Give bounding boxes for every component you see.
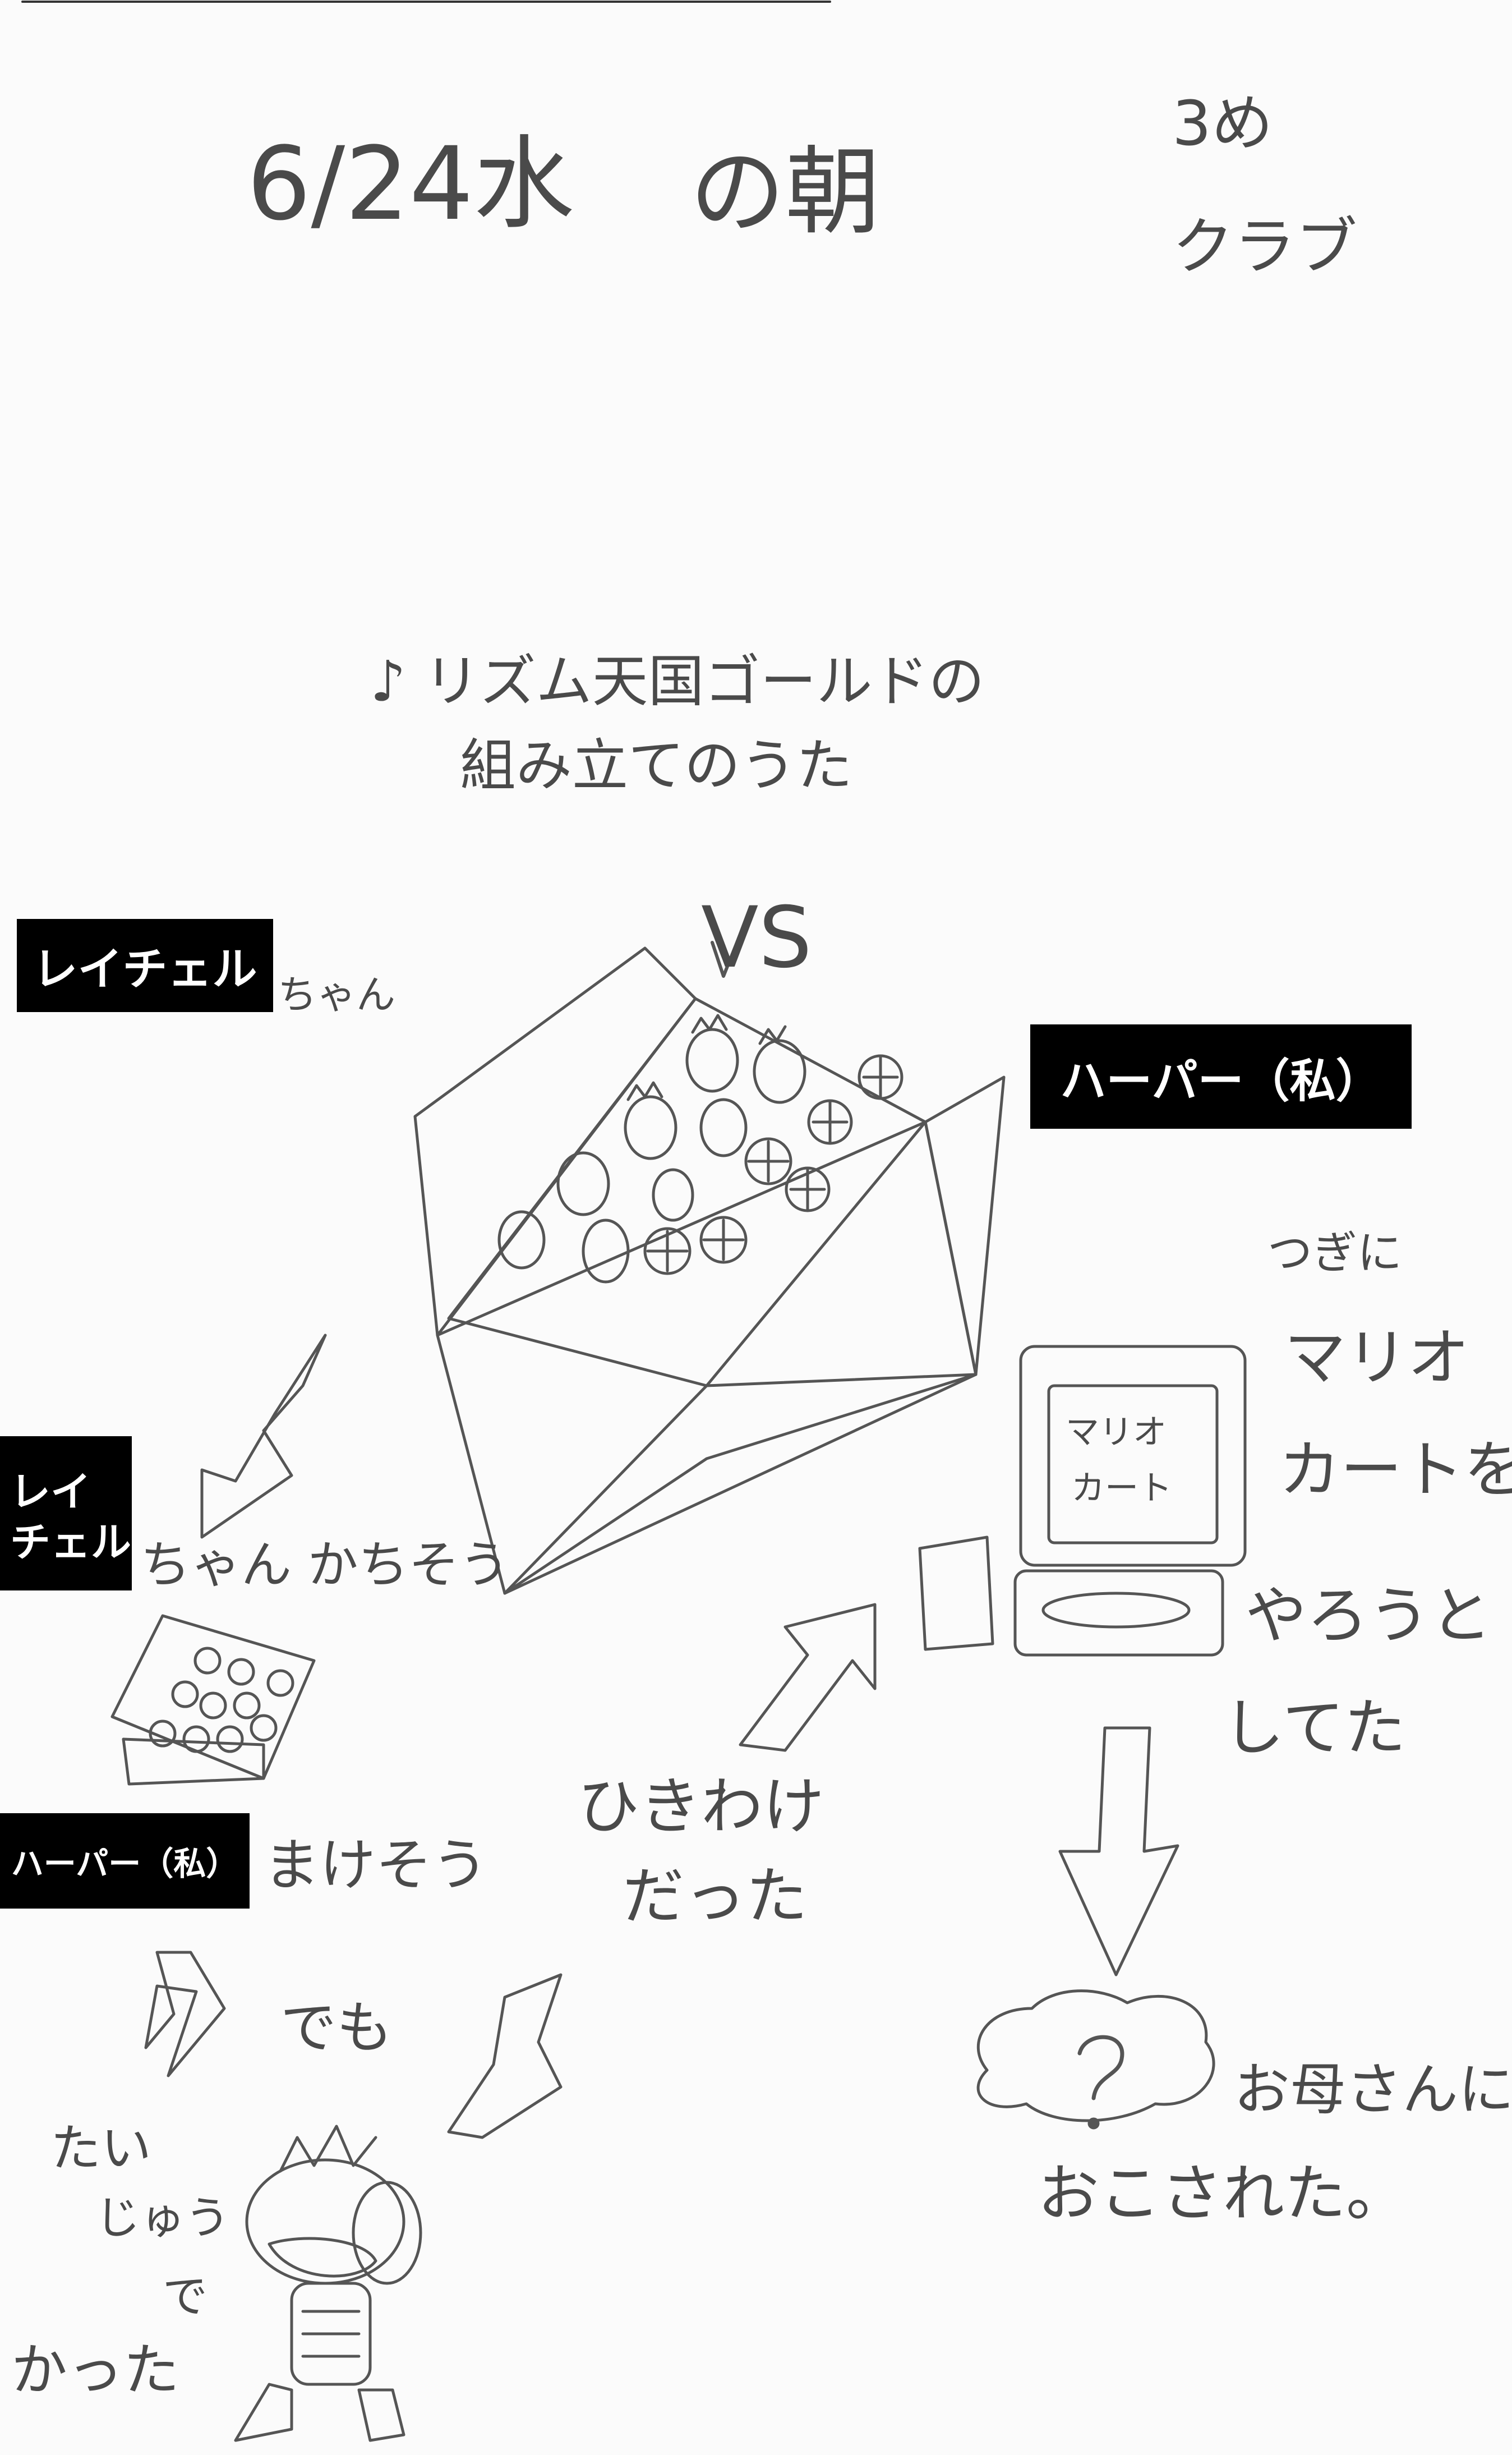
arrow-up-right-2 <box>739 1603 877 1752</box>
song-title-line2: 組み立てのうた <box>460 733 852 798</box>
harper-label: ハーパー（私） <box>1030 1024 1412 1129</box>
thought-cloud-drawing <box>976 1989 1215 2130</box>
small-fruit-box-drawing <box>110 1614 316 1786</box>
screen-line1: マリオ <box>1066 1413 1167 1452</box>
rachel-label: レイチェル <box>17 919 273 1012</box>
chan-caption: ちゃん <box>278 972 395 1018</box>
next-line1: つぎに <box>1267 1227 1402 1279</box>
harper-label-small: ハーパー（私） <box>0 1813 250 1909</box>
arrow-down-2 <box>1058 1726 1179 1976</box>
game-console-drawing <box>918 1345 1247 1657</box>
screen-line2: カート <box>1071 1469 1172 1508</box>
next-line2: マリオ <box>1284 1322 1469 1394</box>
arrow-down-1 <box>144 1951 226 2077</box>
next-line3: カートを <box>1279 1434 1512 1506</box>
draw-line1: ひきわけ <box>578 1771 824 1842</box>
tired-line4: かった <box>11 2337 179 2403</box>
grade: 3め <box>1172 88 1273 159</box>
tired-line3: で <box>163 2270 208 2323</box>
losing-caption: まけそう <box>264 1832 488 1898</box>
but-caption: でも <box>280 1995 393 2061</box>
tired-line1: たい <box>50 2119 151 2178</box>
fruit-box-drawing <box>413 946 1006 1595</box>
mom-line2: おこされた。 <box>1038 2158 1408 2229</box>
tired-line2: じゅう <box>95 2192 230 2244</box>
time-of-day: の朝 <box>690 137 881 248</box>
next-line4: やろうと <box>1245 1580 1492 1652</box>
strawberry-icons <box>497 1014 806 1284</box>
mom-line1: お母さんに <box>1234 2057 1512 2122</box>
song-title-line1: ♪ リズム天国ゴールドの <box>370 649 985 714</box>
winning-caption: ちゃん かちそう <box>140 1535 510 1594</box>
date: 6/24水 <box>247 126 575 243</box>
rachel-label-two-line: レイ チェル <box>0 1436 132 1590</box>
arrow-down-left <box>200 1334 327 1539</box>
melon-icons <box>643 1054 903 1275</box>
arrow-up-right-1 <box>447 1973 563 2139</box>
draw-line2: だった <box>623 1860 808 1932</box>
class: クラブ <box>1172 211 1357 283</box>
versus: VS <box>701 889 812 987</box>
bowser-drawing <box>234 2125 422 2442</box>
next-line5: してた <box>1223 1692 1406 1764</box>
